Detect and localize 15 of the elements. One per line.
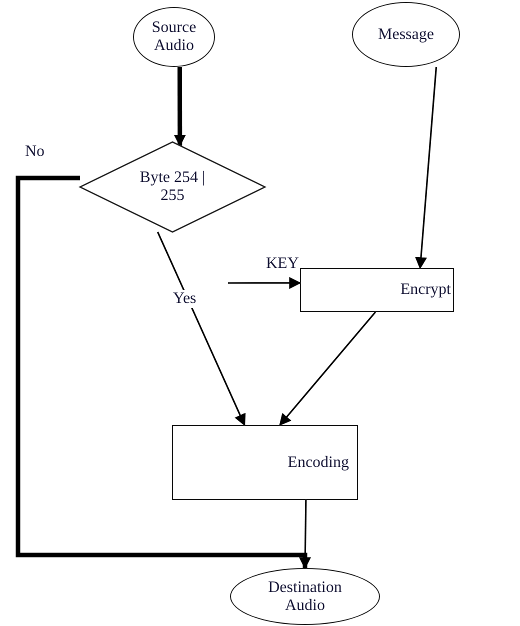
node-label: Encrypt [400, 281, 451, 299]
node-label: Destination Audio [267, 578, 343, 614]
process-box [172, 425, 358, 500]
edge-label: Yes [172, 290, 198, 308]
node-label: Source Audio [150, 19, 198, 55]
node-label: Message [378, 26, 434, 44]
arrow [16, 176, 311, 570]
node-label: Byte 254 | 255 [138, 169, 206, 205]
arrow [174, 67, 186, 147]
arrow [415, 66, 438, 270]
arrow [156, 232, 246, 426]
arrow [228, 276, 302, 289]
arrow [279, 311, 376, 426]
node-label: Encoding [288, 454, 349, 472]
process-box [300, 268, 454, 312]
